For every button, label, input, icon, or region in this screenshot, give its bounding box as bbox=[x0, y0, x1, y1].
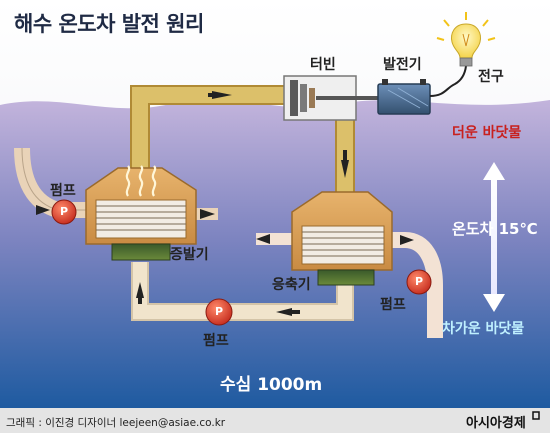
flow-arrow-bottom bbox=[276, 308, 292, 316]
condenser-label: 응축기 bbox=[272, 277, 311, 293]
flow-arrow-top bbox=[212, 91, 232, 99]
pump-bottom-symbol: P bbox=[214, 305, 224, 318]
publisher-logo: 아시아경제 bbox=[466, 416, 526, 431]
depth-label: 수심 1000m bbox=[220, 375, 323, 395]
warm-outlet-arrow bbox=[200, 209, 215, 219]
turbine bbox=[283, 75, 386, 121]
warm-seawater-label: 더운 바닷물 bbox=[452, 125, 522, 141]
generator-label: 발전기 bbox=[383, 57, 422, 73]
temperature-diff-label: 온도차 15℃ bbox=[452, 220, 538, 238]
intake-arrow bbox=[36, 205, 50, 215]
pump-bottom-label: 펌프 bbox=[203, 333, 229, 349]
pump-left-symbol: P bbox=[59, 205, 69, 218]
logo-mark bbox=[532, 411, 540, 420]
light-bulb-icon bbox=[436, 12, 496, 67]
evaporator bbox=[85, 165, 197, 261]
pump-right-label: 펌프 bbox=[380, 297, 406, 313]
bulb-label: 전구 bbox=[478, 69, 504, 85]
credit-text: 그래픽 : 이진경 디자이너 leejeen@asiae.co.kr bbox=[6, 417, 226, 429]
pump-left-label: 펌프 bbox=[50, 183, 76, 199]
turbine-label: 터빈 bbox=[310, 57, 336, 73]
cold-intake-arrow bbox=[400, 235, 414, 245]
footer-bar bbox=[0, 408, 550, 433]
evaporator-label: 증발기 bbox=[170, 247, 209, 263]
power-wire bbox=[429, 65, 467, 97]
cold-seawater-label: 차가운 바닷물 bbox=[442, 321, 525, 337]
pump-bottom-icon bbox=[205, 298, 233, 326]
pump-left-icon bbox=[51, 199, 77, 225]
flow-arrow-down bbox=[341, 160, 349, 178]
temperature-arrow bbox=[483, 162, 505, 312]
diagram-title: 해수 온도차 발전 원리 bbox=[14, 12, 204, 36]
condenser bbox=[291, 191, 393, 286]
flow-arrow-left-up bbox=[136, 282, 144, 298]
sea-background bbox=[0, 99, 550, 410]
pump-right-icon bbox=[406, 269, 432, 295]
fluid-pipe-up bbox=[132, 87, 290, 172]
cold-outlet-arrow bbox=[256, 234, 270, 244]
generator bbox=[377, 79, 431, 115]
pump-right-symbol: P bbox=[414, 275, 424, 288]
